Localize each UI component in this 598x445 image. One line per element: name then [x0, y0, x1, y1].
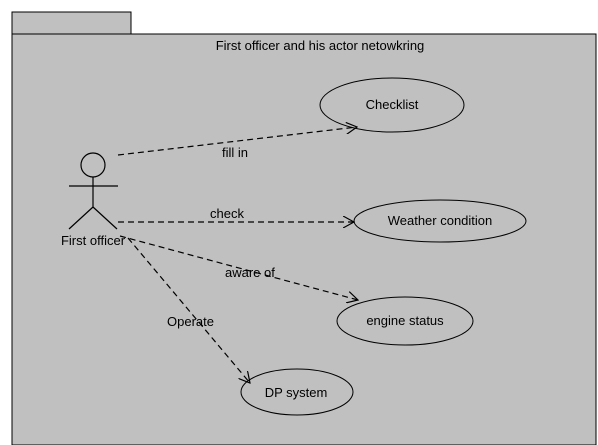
- actor-first-officer: [68, 152, 118, 230]
- label-operate: Operate: [167, 314, 214, 329]
- use-case-engine-label: engine status: [366, 313, 444, 328]
- use-case-checklist: [319, 77, 465, 133]
- use-case-dp-system: [240, 368, 354, 416]
- use-case-checklist-label: Checklist: [366, 97, 419, 112]
- package-title: First officer and his actor netowkring: [216, 38, 425, 53]
- arrow-aware-of: [119, 235, 358, 300]
- arrow-fill-in: [117, 127, 357, 156]
- use-case-weather-label: Weather condition: [388, 213, 493, 228]
- package-tab: [11, 11, 132, 35]
- label-aware-of: aware of: [225, 265, 275, 280]
- arrow-operate: [127, 237, 250, 383]
- label-check: check: [210, 206, 244, 221]
- actor-left-leg: [68, 206, 94, 230]
- actor-right-leg: [92, 206, 118, 230]
- label-fill-in: fill in: [222, 145, 248, 160]
- use-case-engine-status: [336, 296, 474, 346]
- use-case-dp-label: DP system: [265, 385, 328, 400]
- actor-label: First officer: [61, 233, 126, 248]
